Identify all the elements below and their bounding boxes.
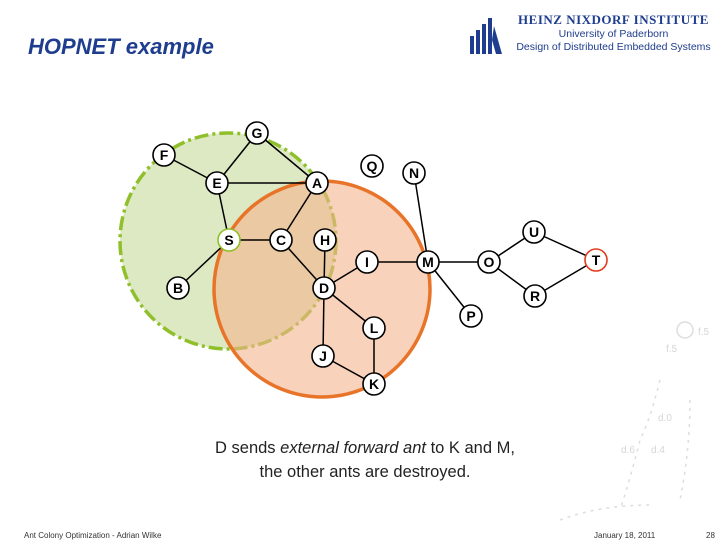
node-i: I [355,250,379,274]
node-m: M [416,250,440,274]
node-k: K [362,372,386,396]
node-label-p: P [466,308,475,324]
node-label-f: F [160,147,169,163]
edge-m-n [413,172,429,263]
node-label-c: C [276,232,286,248]
edge-g-a [256,132,318,184]
edge-r-t [534,259,597,297]
decor-label-1: f.5 [698,327,710,338]
institute-block: HEINZ NIXDORF INSTITUTE University of Pa… [511,12,716,54]
node-d: D [312,276,336,300]
slide-title: HOPNET example [28,34,214,59]
decor-label-4: d.6 [621,445,635,456]
caption-emph: external forward ant [280,439,426,457]
node-label-t: T [592,252,601,268]
footer-date: January 18, 2011 [594,531,656,540]
node-label-g: G [252,125,263,141]
node-j: J [311,344,335,368]
footer-author: Ant Colony Optimization - Adrian Wilke [24,531,162,540]
node-label-o: O [484,254,495,270]
node-label-h: H [320,232,330,248]
node-g: G [245,121,269,145]
node-s: S [217,228,241,252]
node-label-q: Q [367,158,378,174]
node-label-n: N [409,165,419,181]
institute-name: HEINZ NIXDORF INSTITUTE [518,12,709,27]
decor-label-2: f.5 [666,344,678,355]
node-label-d: D [319,280,329,296]
node-label-u: U [529,224,539,240]
node-p: P [459,304,483,328]
node-t: T [584,248,608,272]
node-label-s: S [224,232,233,248]
node-label-k: K [369,376,379,392]
department-name: Design of Distributed Embedded Systems [516,41,711,53]
node-label-m: M [422,254,434,270]
node-r: R [523,284,547,308]
caption-line2: the other ants are destroyed. [259,463,471,481]
node-label-r: R [530,288,540,304]
node-a: A [305,171,329,195]
decor-ant-graph [559,321,694,521]
node-f: F [152,143,176,167]
hni-logo [470,18,502,54]
caption-pre: D sends [215,439,281,457]
node-q: Q [360,154,384,178]
node-b: B [166,276,190,300]
node-n: N [402,161,426,185]
caption-post: to K and M, [425,439,515,457]
node-label-j: J [319,348,327,364]
node-l: L [362,316,386,340]
node-label-e: E [212,175,221,191]
node-u: U [522,220,546,244]
node-label-b: B [173,280,183,296]
node-c: C [269,228,293,252]
node-h: H [313,228,337,252]
node-label-l: L [370,320,379,336]
node-label-a: A [312,175,322,191]
node-label-i: I [365,254,369,270]
decor-label-3: d.0 [658,413,672,424]
node-e: E [205,171,229,195]
page-number: 28 [706,531,715,540]
node-o: O [477,250,501,274]
university-name: University of Paderborn [558,28,669,40]
caption: D sends external forward ant to K and M,… [150,436,580,484]
decor-label-5: d.4 [651,445,665,456]
